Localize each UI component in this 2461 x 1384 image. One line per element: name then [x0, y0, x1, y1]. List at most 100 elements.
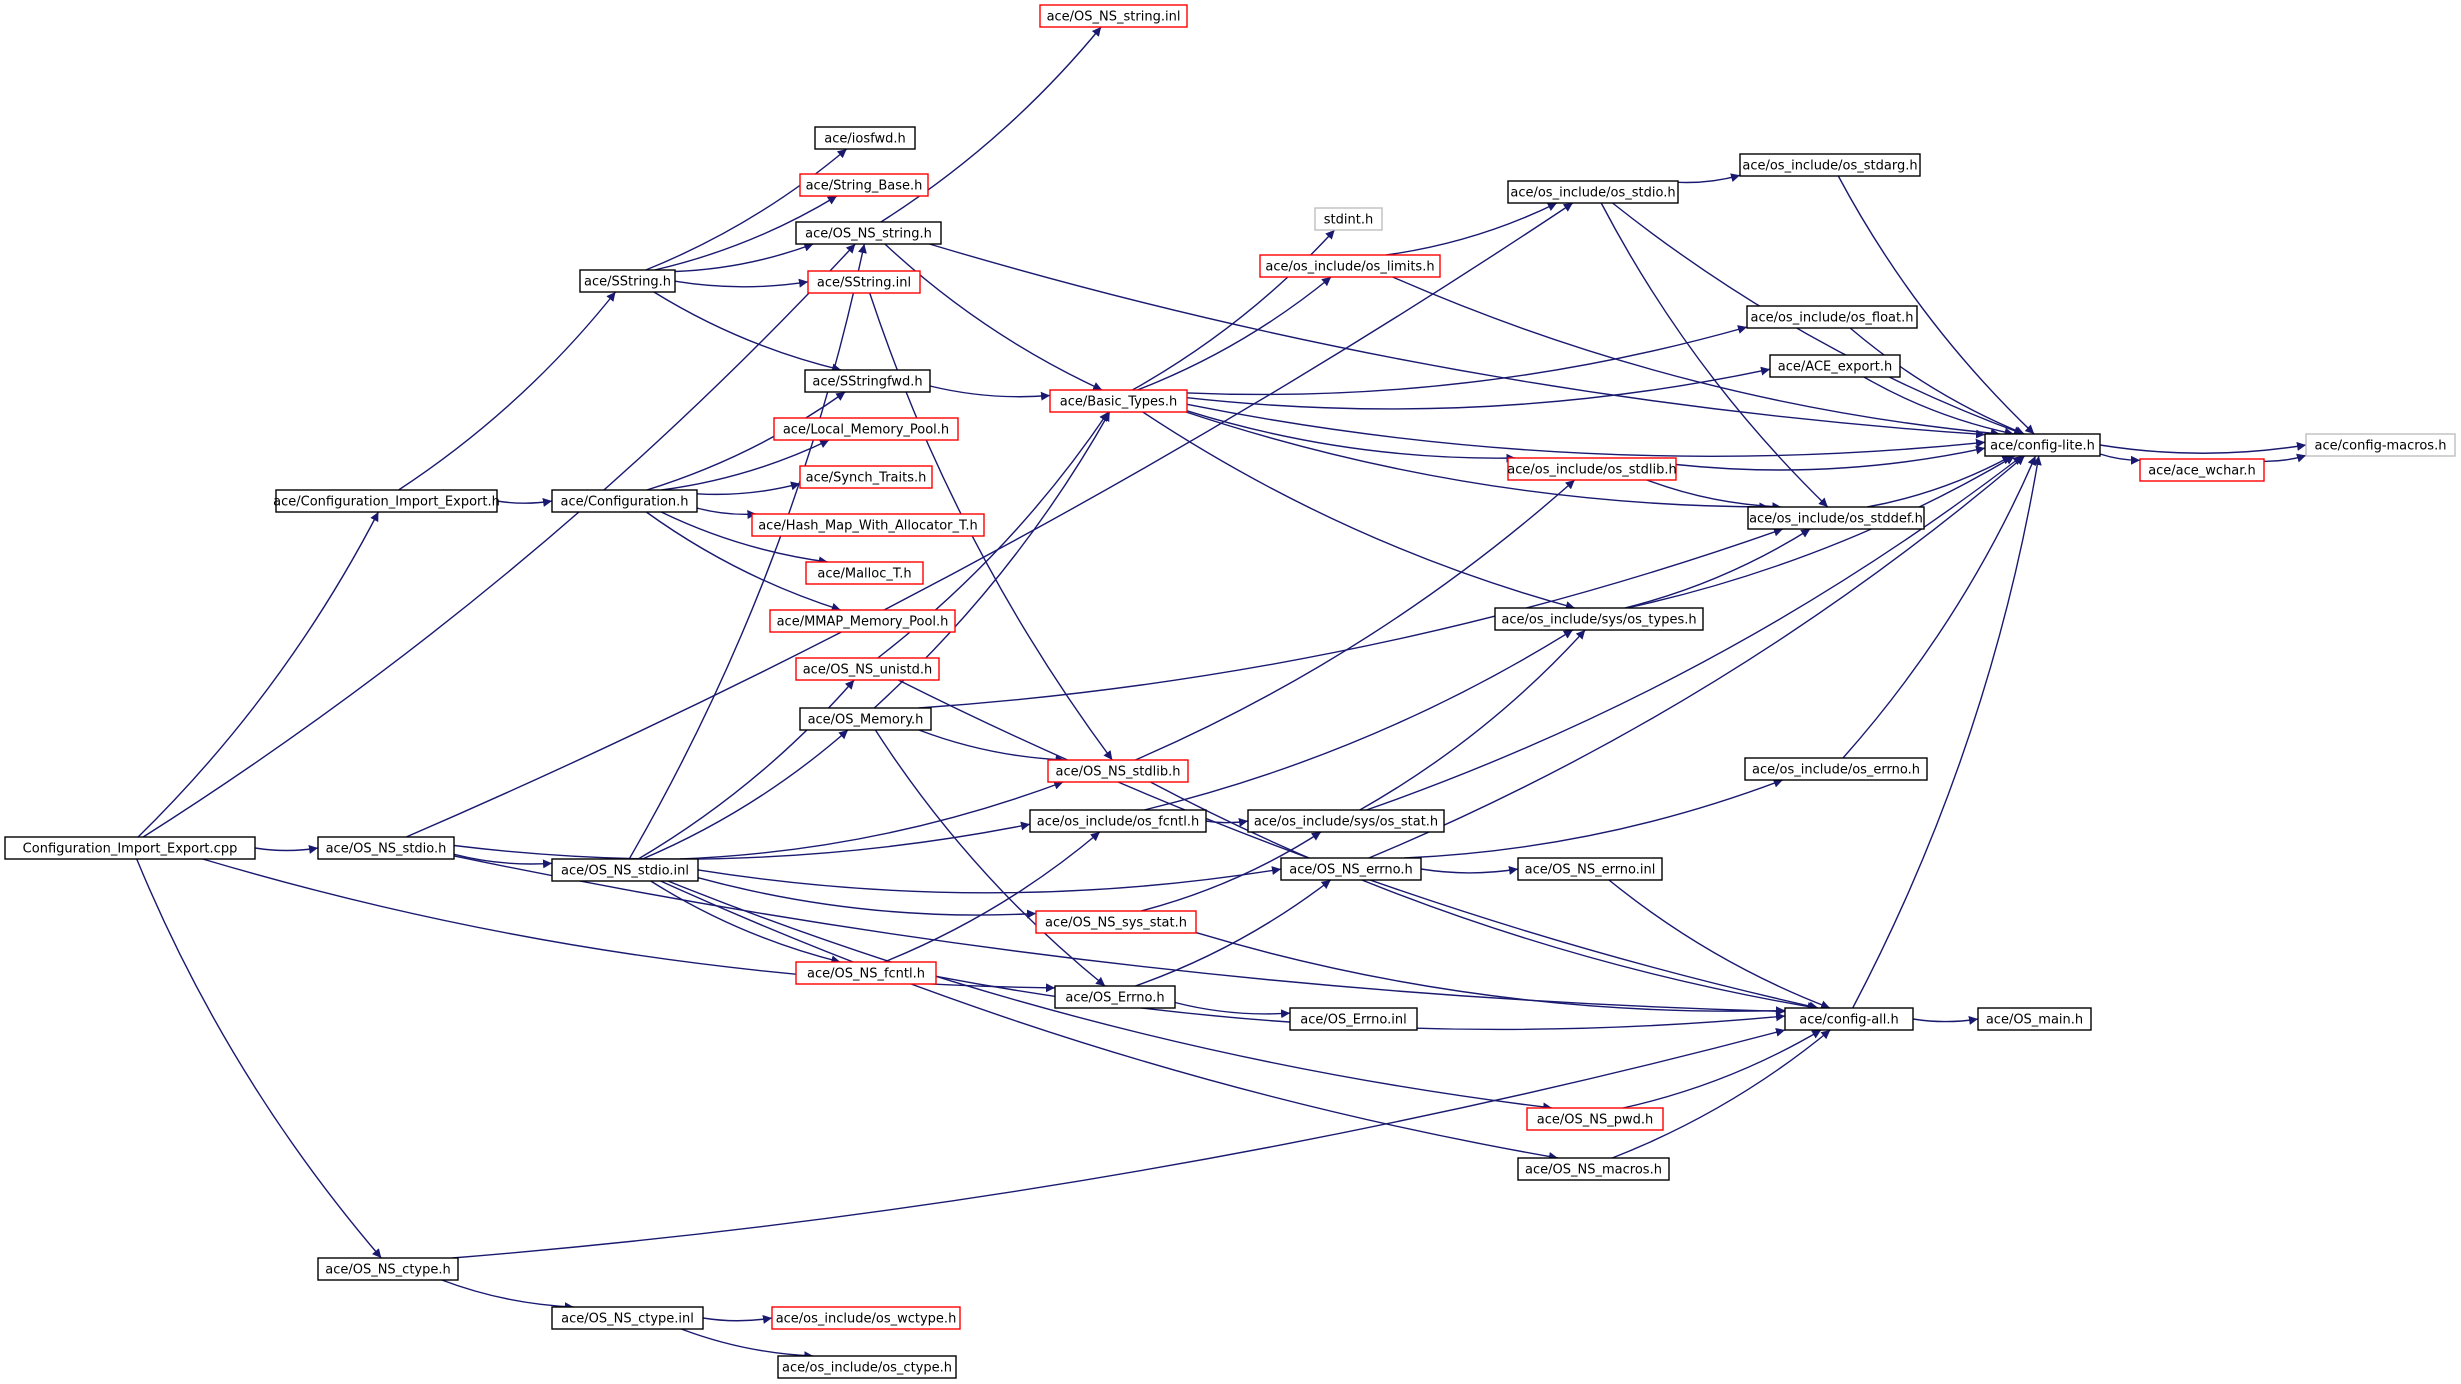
node-os_errno_inc[interactable]: ace/os_include/os_errno.h — [1744, 757, 1928, 781]
node-os_ns_pwd[interactable]: ace/OS_NS_pwd.h — [1526, 1107, 1664, 1131]
node-os_ns_sys_stat[interactable]: ace/OS_NS_sys_stat.h — [1035, 910, 1197, 934]
node-label: ace/OS_Errno.inl — [1300, 1013, 1406, 1028]
node-os_main[interactable]: ace/OS_main.h — [1977, 1007, 2092, 1031]
node-box — [1035, 910, 1197, 934]
node-os_ns_ctype_inl[interactable]: ace/OS_NS_ctype.inl — [551, 1306, 704, 1330]
node-box — [1769, 354, 1901, 378]
node-os_ns_string_h[interactable]: ace/OS_NS_string.h — [795, 221, 942, 245]
node-box — [4, 836, 256, 860]
node-os_stddef[interactable]: ace/os_include/os_stddef.h — [1747, 506, 1925, 530]
node-box — [1744, 757, 1928, 781]
node-sstring_inl[interactable]: ace/SString.inl — [807, 270, 921, 294]
node-label: ace/OS_main.h — [1986, 1013, 2083, 1028]
node-box — [1517, 1157, 1670, 1181]
edge-basic_types-to-ace_export — [1186, 366, 1771, 410]
node-sstring_h[interactable]: ace/SString.h — [579, 269, 676, 293]
node-cie_h[interactable]: ace/Configuration_Import_Export.h — [273, 489, 500, 513]
node-os_ns_fcntl[interactable]: ace/OS_NS_fcntl.h — [795, 961, 937, 985]
node-os_stdio[interactable]: ace/os_include/os_stdio.h — [1507, 180, 1679, 204]
edge-os_stdlib-to-os_stddef — [1646, 479, 1782, 512]
node-os_float[interactable]: ace/os_include/os_float.h — [1746, 305, 1918, 329]
node-os_errno_h[interactable]: ace/OS_Errno.h — [1054, 985, 1176, 1009]
node-os_ns_errno_h[interactable]: ace/OS_NS_errno.h — [1280, 857, 1422, 881]
node-label: ace/os_include/os_wctype.h — [776, 1312, 957, 1327]
node-box — [799, 707, 932, 731]
edge-os_ns_stdio_inl-to-os_ns_errno_h — [697, 866, 1282, 894]
edge-os_memory-to-os_stddef — [918, 527, 1784, 709]
node-box — [795, 657, 940, 681]
node-local_mem[interactable]: ace/Local_Memory_Pool.h — [773, 417, 959, 441]
node-box — [1746, 305, 1918, 329]
node-sstringfwd[interactable]: ace/SStringfwd.h — [804, 369, 931, 393]
edge-os_float-to-config_lite — [1849, 327, 2025, 435]
node-os_ns_errno_inl[interactable]: ace/OS_NS_errno.inl — [1517, 857, 1663, 881]
edge-os_ns_macros-to-config_all — [1611, 1029, 1831, 1159]
node-os_stdarg[interactable]: ace/os_include/os_stdarg.h — [1739, 153, 1921, 177]
node-malloc_t[interactable]: ace/Malloc_T.h — [805, 561, 924, 585]
edge-os_ns_stdio_h-to-os_stdio — [405, 202, 1574, 838]
node-box — [1047, 759, 1189, 783]
node-root[interactable]: Configuration_Import_Export.cpp — [4, 836, 256, 860]
node-hash_map[interactable]: ace/Hash_Map_With_Allocator_T.h — [751, 513, 985, 537]
node-os_fcntl[interactable]: ace/os_include/os_fcntl.h — [1029, 809, 1207, 833]
node-basic_types[interactable]: ace/Basic_Types.h — [1049, 389, 1188, 413]
node-label: ace/config-macros.h — [2315, 439, 2447, 454]
node-label: ace/OS_NS_stdio.h — [326, 842, 447, 857]
node-box — [1029, 809, 1207, 833]
edge-config_lite-to-config_macros — [2099, 441, 2307, 454]
edge-basic_types-to-os_types — [1142, 411, 1575, 610]
node-label: ace/OS_NS_unistd.h — [803, 663, 933, 678]
node-config_lite[interactable]: ace/config-lite.h — [1984, 433, 2101, 457]
edge-sstring_h-to-sstring_inl — [674, 278, 809, 288]
node-os_ctype[interactable]: ace/os_include/os_ctype.h — [777, 1355, 957, 1379]
node-os_ns_macros[interactable]: ace/OS_NS_macros.h — [1517, 1157, 1670, 1181]
node-os_limits[interactable]: ace/os_include/os_limits.h — [1259, 254, 1441, 278]
node-os_ns_stdio_h[interactable]: ace/OS_NS_stdio.h — [317, 836, 455, 860]
node-box — [799, 173, 929, 197]
node-label: ace/SString.inl — [817, 276, 911, 291]
node-label: ace/os_include/os_ctype.h — [782, 1361, 952, 1376]
node-synch_traits[interactable]: ace/Synch_Traits.h — [799, 465, 933, 489]
node-os_stdlib[interactable]: ace/os_include/os_stdlib.h — [1507, 457, 1677, 481]
edge-os_stdlib-to-config_lite — [1675, 445, 1986, 471]
node-label: ace/OS_NS_ctype.h — [325, 1263, 451, 1278]
node-os_wctype[interactable]: ace/os_include/os_wctype.h — [771, 1306, 961, 1330]
node-os_types[interactable]: ace/os_include/sys/os_types.h — [1494, 607, 1704, 631]
edge-config_h-to-malloc_t — [660, 511, 828, 566]
node-os_ns_unistd[interactable]: ace/OS_NS_unistd.h — [795, 657, 940, 681]
node-ace_export[interactable]: ace/ACE_export.h — [1769, 354, 1901, 378]
node-os_errno_inl[interactable]: ace/OS_Errno.inl — [1289, 1007, 1418, 1031]
node-string_base[interactable]: ace/String_Base.h — [799, 173, 929, 197]
node-label: ace/OS_Errno.h — [1065, 991, 1164, 1006]
node-mmap_pool[interactable]: ace/MMAP_Memory_Pool.h — [769, 609, 956, 633]
node-box — [1494, 607, 1704, 631]
node-os_ns_ctype_h[interactable]: ace/OS_NS_ctype.h — [317, 1257, 459, 1281]
edge-os_ns_stdio_inl-to-os_ns_string_h — [628, 243, 867, 860]
node-iosfwd[interactable]: ace/iosfwd.h — [814, 126, 916, 150]
node-os_ns_stdlib[interactable]: ace/OS_NS_stdlib.h — [1047, 759, 1189, 783]
node-label: ace/Hash_Map_With_Allocator_T.h — [758, 519, 978, 534]
node-os_sys_stat[interactable]: ace/os_include/sys/os_stat.h — [1247, 809, 1445, 833]
edge-os_sys_stat-to-os_types — [1359, 629, 1586, 811]
edge-root-to-cie_h — [137, 511, 380, 838]
node-box — [795, 961, 937, 985]
node-label: ace/ACE_export.h — [1778, 360, 1892, 375]
node-ace_wchar[interactable]: ace/ace_wchar.h — [2139, 458, 2265, 482]
edge-os_limits-to-os_stdio — [1386, 202, 1558, 256]
node-box — [2139, 458, 2265, 482]
edge-sstring_h-to-os_ns_string_h — [674, 242, 814, 273]
edge-sstring_h-to-iosfwd — [645, 148, 848, 271]
node-box — [317, 836, 455, 860]
node-config_all[interactable]: ace/config-all.h — [1784, 1007, 1914, 1031]
node-box — [814, 126, 916, 150]
node-config_h[interactable]: ace/Configuration.h — [551, 489, 698, 513]
edge-os_sys_stat-to-config_lite — [1366, 455, 2023, 811]
edge-sstring_h-to-string_base — [654, 195, 838, 271]
node-os_memory[interactable]: ace/OS_Memory.h — [799, 707, 932, 731]
node-os_ns_string_inl[interactable]: ace/OS_NS_string.inl — [1039, 4, 1188, 28]
node-label: ace/OS_NS_sys_stat.h — [1045, 916, 1187, 931]
edge-os_ns_fcntl-to-os_fcntl — [883, 831, 1101, 963]
node-box — [579, 269, 676, 293]
node-os_ns_stdio_inl[interactable]: ace/OS_NS_stdio.inl — [551, 858, 699, 882]
edge-config_h-to-mmap_pool — [645, 511, 841, 612]
